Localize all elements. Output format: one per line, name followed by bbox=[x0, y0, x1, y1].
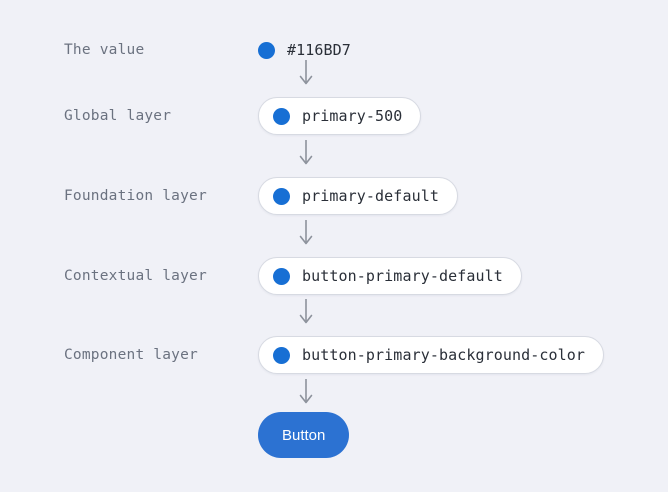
token-pill-foundation[interactable]: primary-default bbox=[258, 177, 458, 215]
arrow-down-icon bbox=[294, 378, 318, 408]
value-node: #116BD7 bbox=[258, 41, 351, 59]
color-swatch-dot bbox=[273, 107, 290, 125]
color-swatch-dot bbox=[258, 41, 275, 59]
color-swatch-dot bbox=[273, 187, 290, 205]
node-area-the-value: #116BD7 bbox=[258, 41, 351, 59]
row-label-global-layer: Global layer bbox=[64, 108, 172, 124]
color-swatch-dot bbox=[273, 267, 290, 285]
node-area-contextual-layer: button-primary-default bbox=[258, 257, 522, 295]
value-hex-text: #116BD7 bbox=[287, 41, 351, 59]
arrow-down-icon bbox=[294, 139, 318, 169]
token-pill-label: primary-default bbox=[302, 187, 439, 205]
node-area-rendered-button: Button bbox=[258, 412, 350, 458]
arrow-down-icon bbox=[294, 59, 318, 89]
arrow-down-icon bbox=[294, 298, 318, 328]
color-swatch-dot bbox=[273, 346, 290, 364]
flow-row-the-value: The value #116BD7 bbox=[0, 28, 668, 72]
primary-button[interactable]: Button bbox=[258, 412, 350, 458]
flow-row-rendered-button: Button bbox=[0, 412, 668, 458]
row-label-the-value: The value bbox=[64, 42, 145, 58]
token-pill-label: primary-500 bbox=[302, 107, 403, 125]
token-pill-contextual[interactable]: button-primary-default bbox=[258, 257, 522, 295]
node-area-component-layer: button-primary-background-color bbox=[258, 336, 605, 374]
row-label-component-layer: Component layer bbox=[64, 347, 198, 363]
row-label-contextual-layer: Contextual layer bbox=[64, 268, 207, 284]
node-area-global-layer: primary-500 bbox=[258, 97, 422, 135]
flow-row-foundation-layer: Foundation layer primary-default bbox=[0, 174, 668, 218]
token-pill-component[interactable]: button-primary-background-color bbox=[258, 336, 605, 374]
token-pill-label: button-primary-default bbox=[302, 267, 503, 285]
flow-row-component-layer: Component layer button-primary-backgroun… bbox=[0, 333, 668, 377]
row-label-foundation-layer: Foundation layer bbox=[64, 188, 207, 204]
flow-row-global-layer: Global layer primary-500 bbox=[0, 94, 668, 138]
arrow-down-icon bbox=[294, 219, 318, 249]
token-pill-label: button-primary-background-color bbox=[302, 346, 586, 364]
flow-row-contextual-layer: Contextual layer button-primary-default bbox=[0, 254, 668, 298]
token-pill-global[interactable]: primary-500 bbox=[258, 97, 422, 135]
node-area-foundation-layer: primary-default bbox=[258, 177, 458, 215]
